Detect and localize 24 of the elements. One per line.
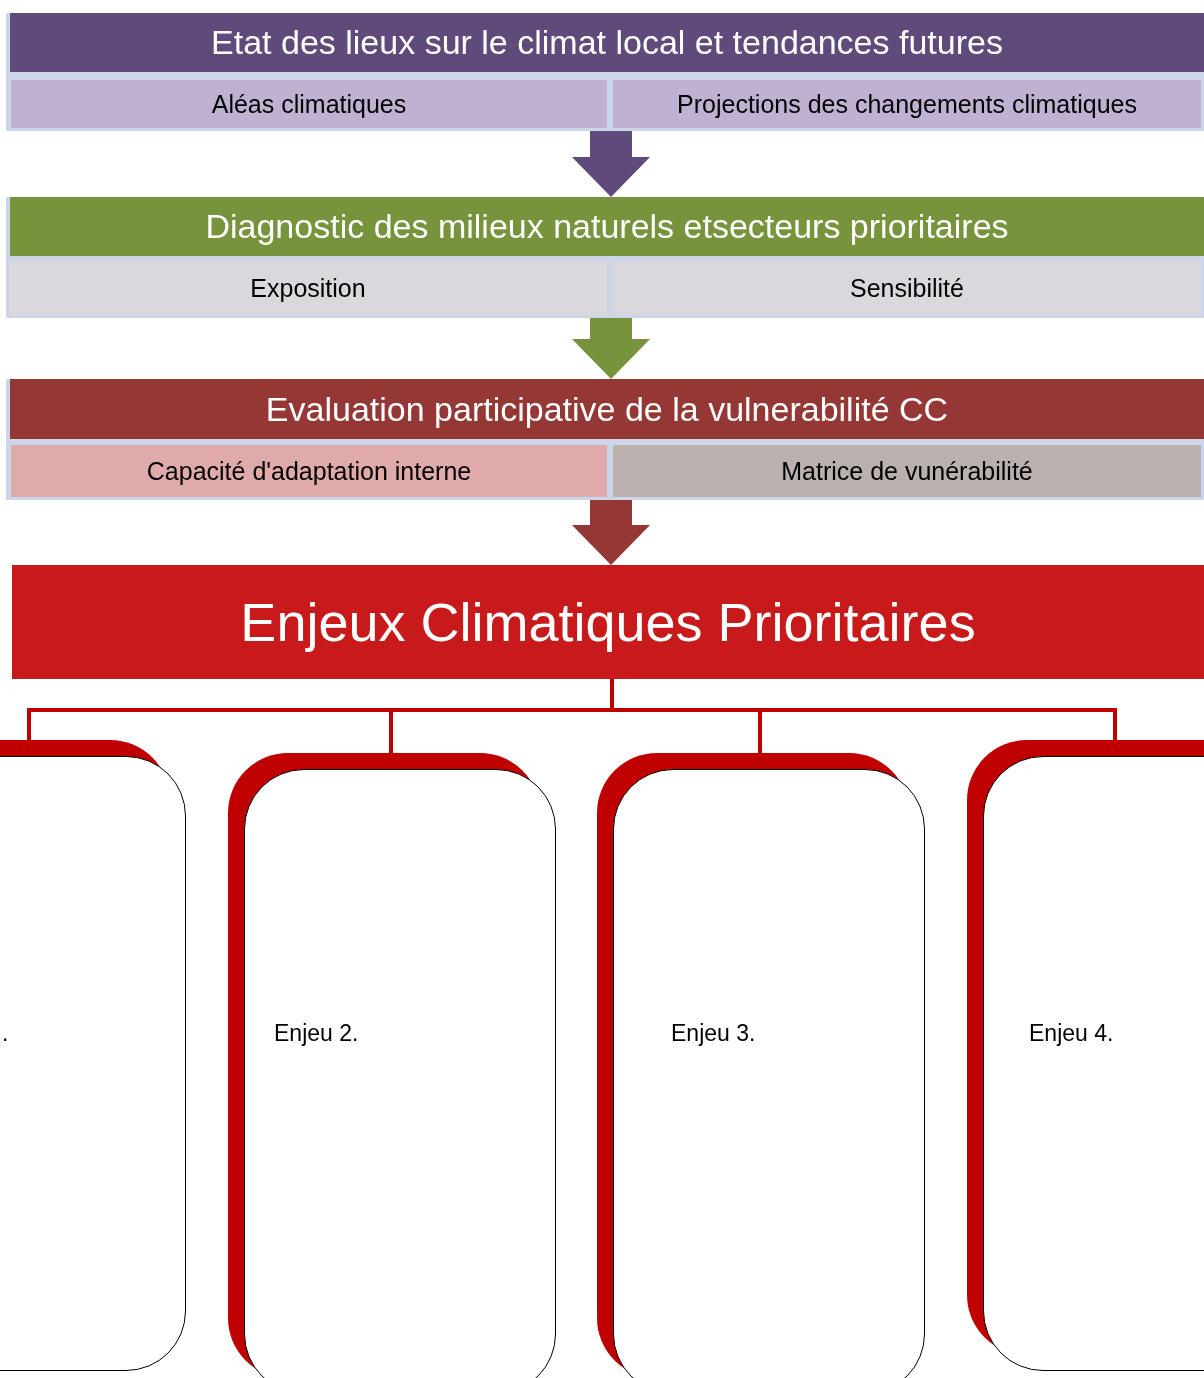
block-arrow (572, 131, 650, 197)
section-header: Etat des lieux sur le climat local et tendances futures (10, 13, 1204, 72)
sub-box: Matrice de vunérabilité (610, 442, 1204, 500)
result-banner: Enjeux Climatiques Prioritaires (12, 565, 1204, 679)
sub-box: Aléas climatiques (8, 77, 610, 131)
section-panel (6, 197, 1204, 318)
block-arrow (572, 318, 650, 379)
enjeu-card (967, 740, 1204, 1371)
card-label: Enjeu 3. (671, 1020, 756, 1047)
sub-box: Capacité d'adaptation interne (8, 442, 610, 500)
card-label: Enjeu 4. (1029, 1020, 1114, 1047)
connector-line (610, 679, 1117, 740)
section-panel (6, 13, 1204, 131)
section-header: Diagnostic des milieux naturels etsecteurs prioritaires (10, 197, 1204, 256)
enjeu-card (597, 753, 925, 1378)
block-arrow (572, 500, 650, 565)
card-label: . (2, 1020, 9, 1047)
card-label: Enjeu 2. (274, 1020, 359, 1047)
section-header: Evaluation participative de la vulnerabilité CC (10, 379, 1204, 439)
sub-box: Projections des changements climatiques (610, 77, 1204, 131)
sub-box: Exposition (6, 258, 610, 318)
sub-box: Sensibilité (610, 258, 1204, 318)
section-panel (6, 379, 1204, 500)
enjeu-card (228, 753, 556, 1378)
